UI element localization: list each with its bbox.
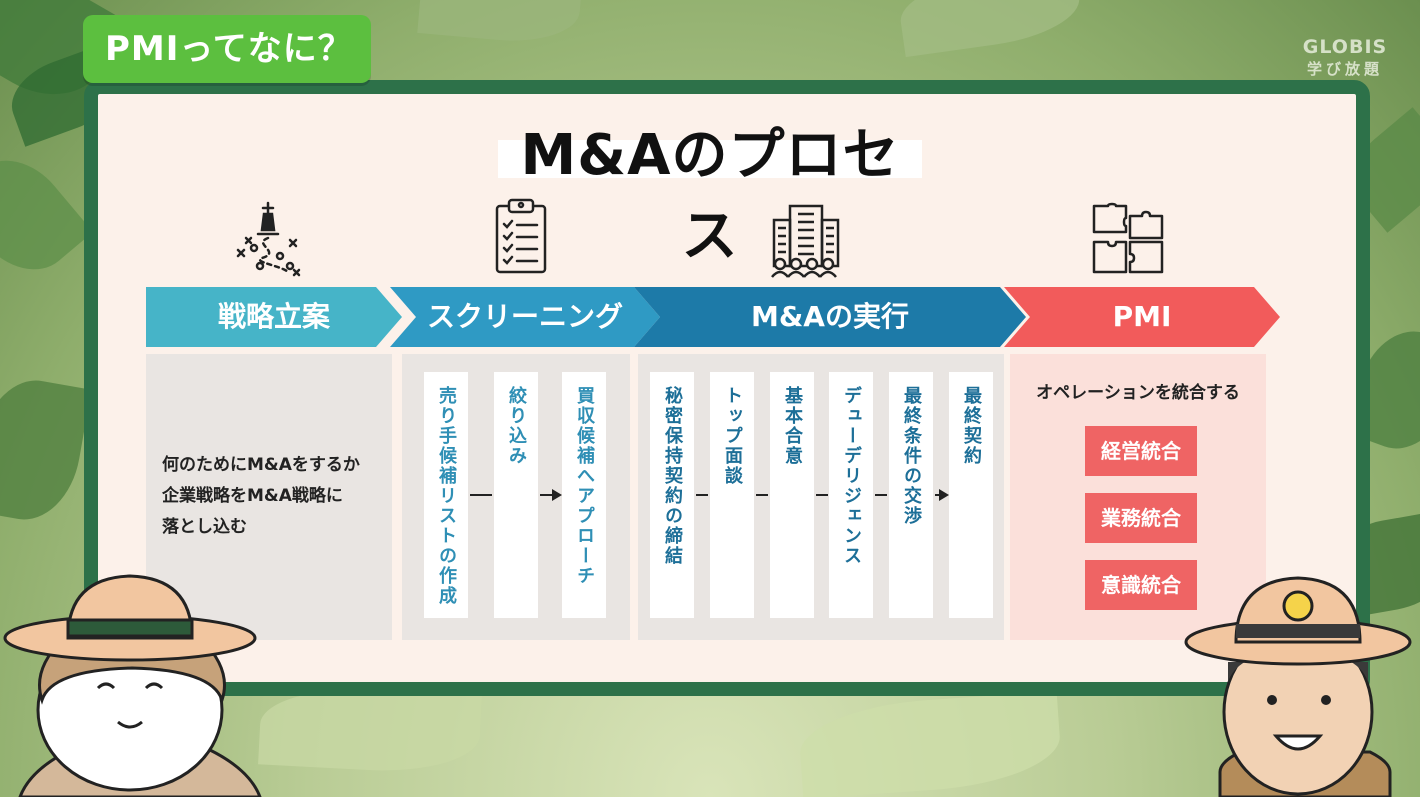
strategy-description: 何のためにM&Aをするか 企業戦略をM&A戦略に 落とし込む: [162, 450, 360, 543]
host-character-right: [1184, 576, 1412, 797]
pmi-item-operations: 業務統合: [1085, 493, 1197, 543]
page-title: M&Aのプロセス: [520, 123, 900, 269]
strategy-column: [146, 354, 392, 640]
connector-line: [816, 494, 828, 496]
clipboard-checklist-icon: [495, 198, 547, 274]
step-strategy: 戦略立案: [146, 287, 402, 347]
execution-item: 最終条件の交渉: [889, 372, 933, 618]
connector-line: [935, 494, 939, 496]
step-pmi: PMI: [1004, 287, 1280, 347]
connector-line: [470, 494, 492, 496]
execution-item: 基本合意: [770, 372, 814, 618]
strategy-line: 何のためにM&Aをするか: [162, 455, 360, 475]
logo-line2: 学び放題: [1306, 60, 1383, 78]
step-strategy-label: 戦略立案: [217, 300, 330, 333]
connector-line: [540, 494, 552, 496]
step-screening: スクリーニング: [390, 287, 660, 347]
strategy-line: 企業戦略をM&A戦略に: [162, 486, 343, 506]
execution-item: デューデリジェンス: [829, 372, 873, 618]
connector-arrowhead: [939, 489, 949, 501]
pmi-item-management: 経営統合: [1085, 426, 1197, 476]
globis-logo: GLOBIS 学び放題: [1290, 36, 1400, 79]
execution-item: 秘密保持契約の締結: [650, 372, 694, 618]
connector-line: [696, 494, 708, 496]
step-pmi-label: PMI: [1112, 300, 1172, 333]
chess-strategy-icon: [236, 201, 301, 277]
puzzle-icon: [1092, 202, 1164, 274]
connector-arrowhead: [552, 489, 562, 501]
step-execution: M&Aの実行: [634, 287, 1026, 347]
pmi-description: オペレーションを統合する: [1036, 383, 1240, 403]
screening-item: 買収候補へアプローチ: [562, 372, 606, 618]
strategy-line: 落とし込む: [162, 517, 247, 537]
execution-item: トップ面談: [710, 372, 754, 618]
connector-line: [756, 494, 768, 496]
screening-item: 売り手候補リストの作成: [424, 372, 468, 618]
connector-line: [875, 494, 887, 496]
building-people-icon: [771, 204, 840, 278]
topic-tag: PMIってなに？: [83, 15, 371, 83]
screening-item: 絞り込み: [494, 372, 538, 618]
step-screening-label: スクリーニング: [426, 300, 623, 333]
host-character-left: [3, 574, 262, 797]
step-execution-label: M&Aの実行: [751, 300, 909, 333]
logo-line1: GLOBIS: [1302, 36, 1388, 58]
pmi-item-mindset: 意識統合: [1085, 560, 1197, 610]
title-highlight: [498, 140, 922, 178]
execution-item: 最終契約: [949, 372, 993, 618]
